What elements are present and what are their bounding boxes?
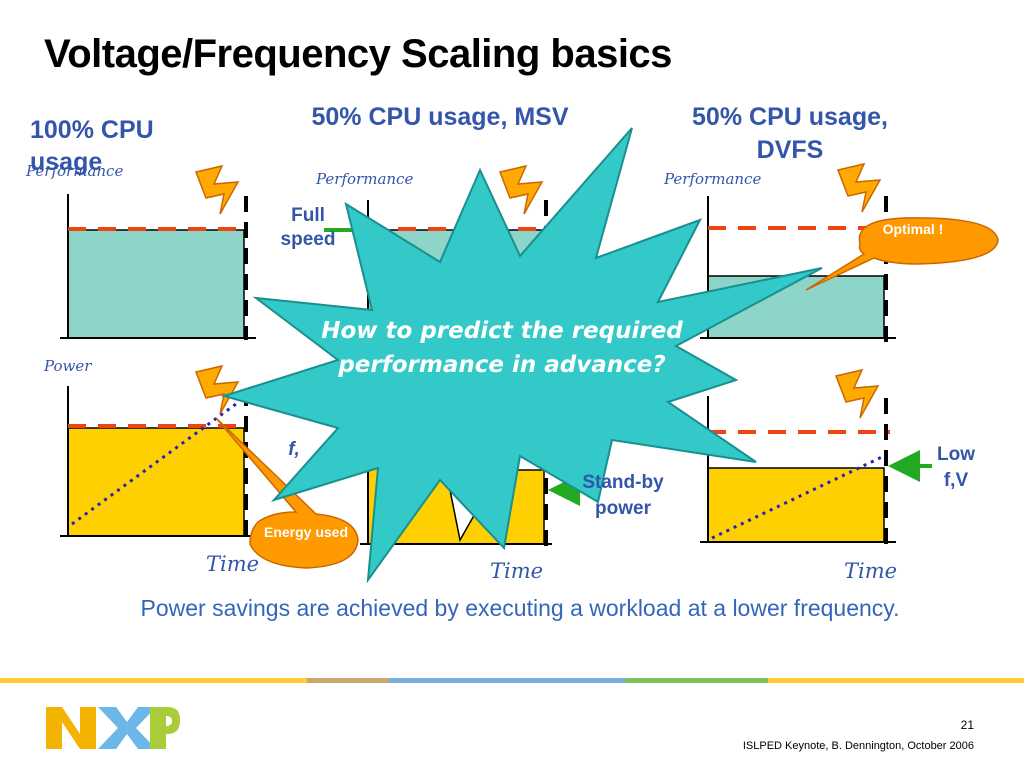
col1-performance-bar bbox=[67, 229, 245, 339]
full-speed-label: Full speed bbox=[280, 205, 336, 250]
col1-performance-axis-label: Performance bbox=[26, 162, 124, 180]
slide-caption: Power savings are achieved by executing … bbox=[140, 595, 900, 621]
col1-power-axis-label: Power bbox=[44, 357, 92, 375]
col2-performance-axis-label: Performance bbox=[316, 170, 414, 188]
lightning-bolt-icon bbox=[834, 368, 880, 419]
optimal-callout-text: Optimal ! bbox=[882, 221, 944, 237]
nxp-logo-icon bbox=[46, 707, 180, 749]
page-title: Voltage/Frequency Scaling basics bbox=[44, 32, 672, 76]
lightning-bolt-icon bbox=[194, 164, 240, 215]
footer-stripe bbox=[0, 678, 1024, 683]
column-heading-msv: 50% CPU usage, MSV bbox=[311, 103, 569, 131]
low-fv-label: Low f,V bbox=[937, 444, 975, 491]
col1-performance-chart bbox=[60, 194, 256, 340]
col1-energy-line bbox=[71, 402, 237, 526]
col2-time-axis-label: Time bbox=[490, 559, 544, 583]
question-starburst bbox=[220, 127, 823, 584]
lightning-bolt-icon bbox=[498, 164, 544, 215]
footer-credit: ISLPED Keynote, B. Dennington, October 2… bbox=[742, 740, 974, 752]
optimal-callout bbox=[805, 217, 999, 291]
standby-power-label: Stand-by power bbox=[582, 472, 664, 519]
starburst-question-text: How to predict the required performance … bbox=[321, 318, 683, 378]
col3-power-chart bbox=[700, 396, 932, 546]
column-heading-full-cpu: 100% CPU usage bbox=[30, 116, 154, 176]
page-number: 21 bbox=[960, 718, 974, 732]
column-heading-dvfs: 50% CPU usage, DVFS bbox=[692, 103, 888, 164]
energy-used-callout-text: Energy used bbox=[263, 524, 349, 540]
col3-time-axis-label: Time bbox=[844, 559, 898, 583]
partial-fv-label: f, bbox=[288, 439, 300, 460]
col3-performance-axis-label: Performance bbox=[664, 170, 762, 188]
col1-time-axis-label: Time bbox=[206, 552, 260, 576]
col3-power-bar bbox=[707, 467, 885, 543]
col1-power-chart bbox=[60, 386, 256, 538]
lightning-bolt-icon bbox=[836, 162, 882, 213]
